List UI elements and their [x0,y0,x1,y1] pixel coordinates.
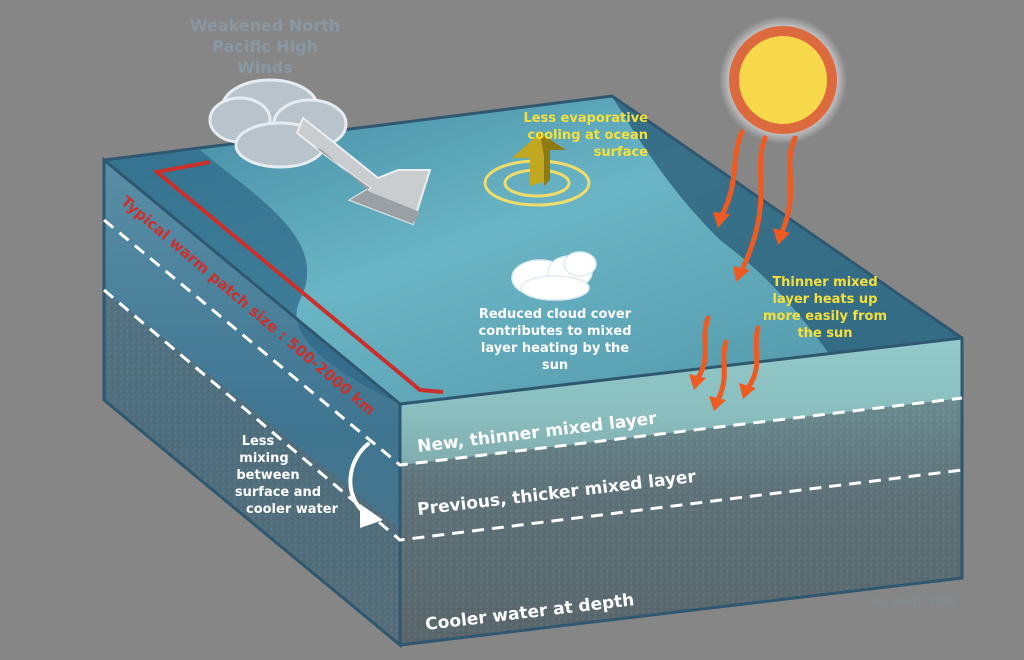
reduced-cloud-icon [511,251,597,301]
cloud-label-line4: sun [542,358,568,373]
previous-layer-boundary [103,288,963,542]
evap-label-line1: Less evaporative [523,111,648,126]
winds-label-line3: Winds [237,58,293,77]
dark-water-left [104,150,400,404]
thinner-label-line3: more easily from [763,309,887,324]
cloud-label-line1: Reduced cloud cover [479,307,632,322]
cloud-label-line3: layer heating by the [481,341,629,356]
front-deep-layer [400,398,962,645]
evap-label-line2: cooling at ocean [527,128,648,143]
credit-label: Sky Smith 2020 [870,595,957,608]
mixing-label-line1: Less [242,434,275,449]
patch-size-bracket [152,160,444,394]
cloud-label-line2: contributes to mixed [478,324,631,339]
mixing-label-line5: cooler water [246,502,339,517]
mixing-label-line3: between [236,468,299,483]
thinner-label-line4: the sun [797,326,852,341]
curved-arrow-icon [348,442,383,528]
mixing-label-line4: surface and [235,485,321,500]
evaporation-arrow-icon [512,133,566,186]
winds-label-line2: Pacific High [212,37,318,56]
sun-ray-arrowheads [689,212,790,411]
box-front-edge [399,336,964,647]
thinner-label-line2: layer heats up [773,292,878,307]
sun-ray-arrow-icon [695,129,798,403]
wind-arrow-icon [295,116,432,226]
left-deep-layer [104,290,400,645]
sun-icon [719,16,847,144]
mixing-label-line2: mixing [239,451,288,466]
thinner-label-line1: Thinner mixed [772,275,877,290]
ocean-surface-top [104,96,962,404]
winds-label-line1: Weakened North [190,16,340,35]
front-mixed-layer [400,338,962,465]
evap-label-line3: surface [594,145,649,160]
new-layer-boundary [103,218,963,467]
